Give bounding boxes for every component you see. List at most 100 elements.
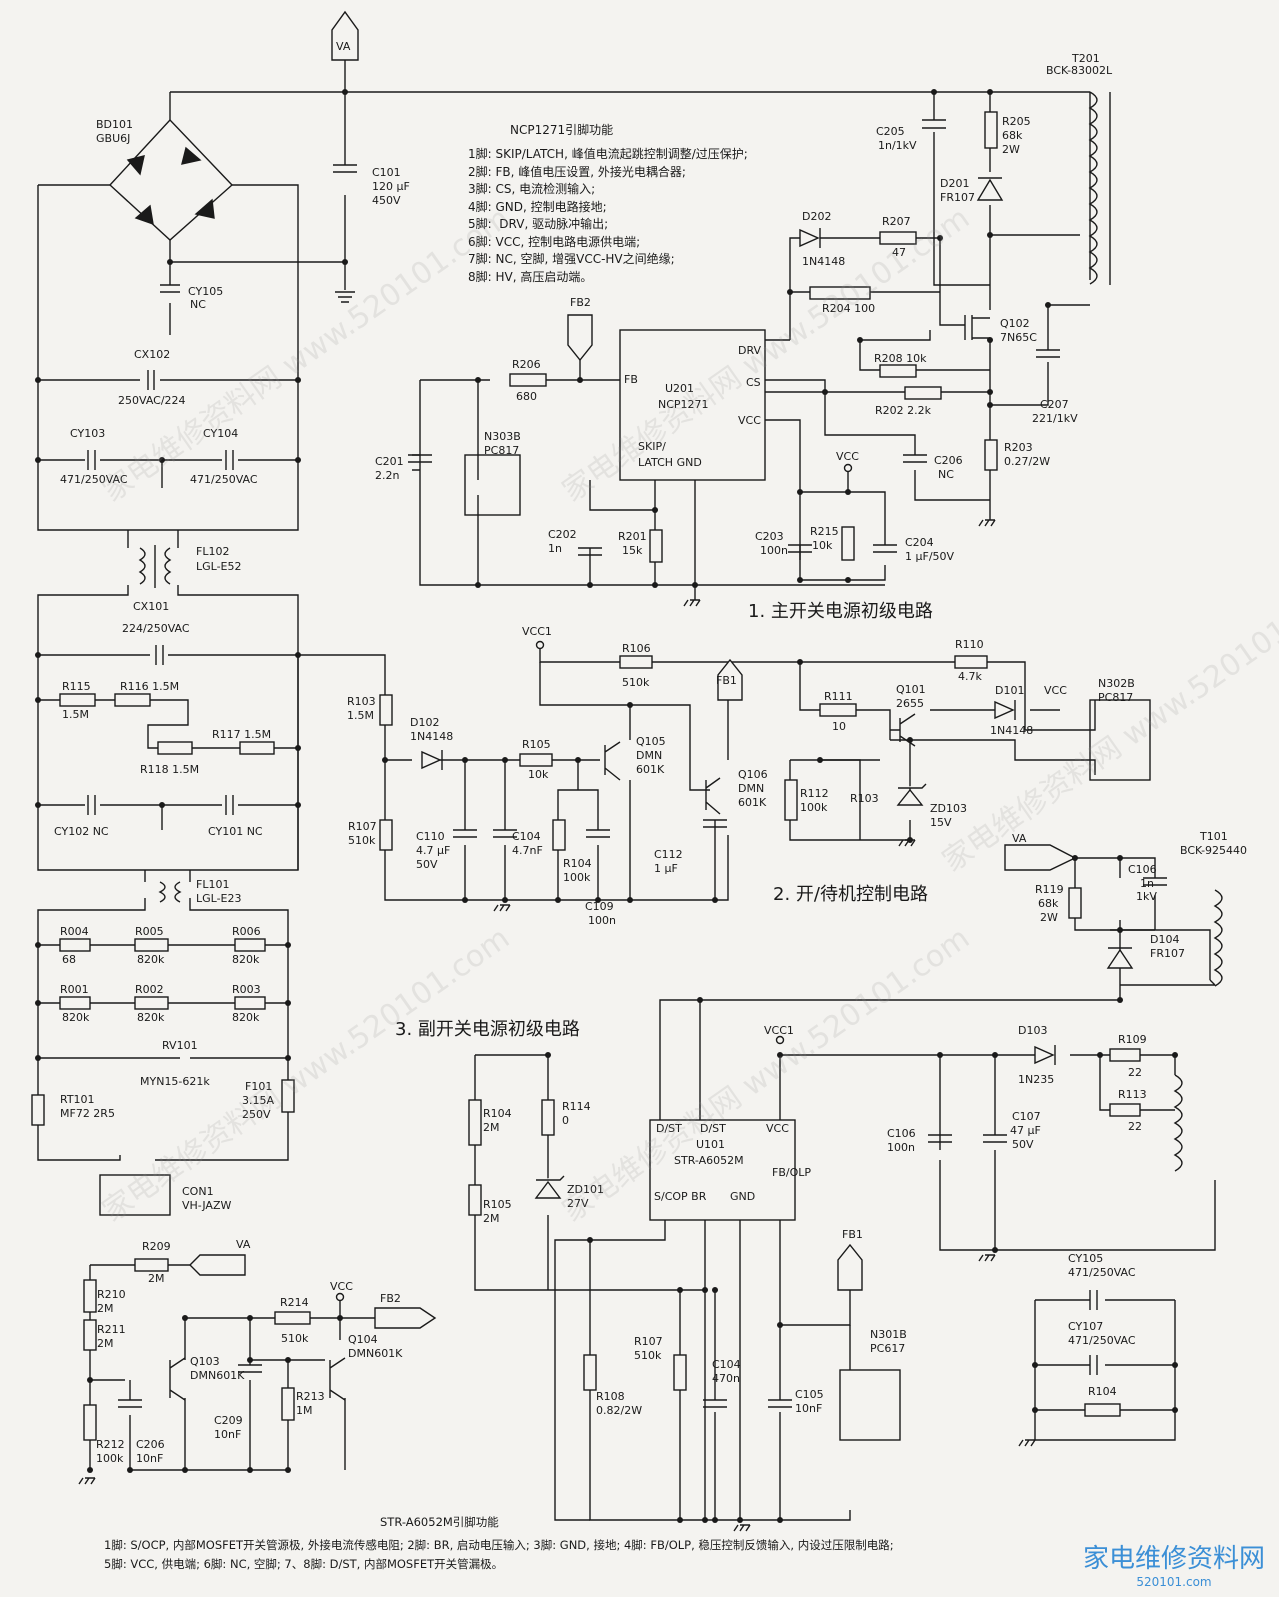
label-r119v: 68k	[1038, 897, 1059, 910]
label-cy104v: 471/250VAC	[190, 473, 258, 486]
label-q105: Q105	[636, 735, 666, 748]
label-n301v: PC617	[870, 1342, 905, 1355]
label-r105b: R105	[483, 1198, 512, 1211]
label-r103a: R103	[347, 695, 376, 708]
n301-opto	[839, 1369, 901, 1441]
label-r112v: 100k	[800, 801, 828, 814]
label-c109v: 100n	[588, 914, 616, 927]
label-dst2: D/ST	[700, 1122, 726, 1135]
label-d102v: 1N4148	[410, 730, 453, 743]
label-r105: R105	[522, 738, 551, 751]
label-r214: R214	[280, 1296, 309, 1309]
label-vcc1a: VCC1	[522, 625, 552, 638]
label-d103: D103	[1018, 1024, 1047, 1037]
ncp-pin-line: 6脚: VCC, 控制电路电源供电端;	[468, 234, 641, 249]
label-r114: R114	[562, 1100, 591, 1113]
label-c202v: 1n	[548, 542, 562, 555]
label-u101v: STR-A6052M	[674, 1154, 744, 1167]
label-zd101: ZD101	[567, 1183, 604, 1196]
label-r002: R002	[135, 983, 164, 996]
label-r119: R119	[1035, 883, 1064, 896]
label-rv101: RV101	[162, 1039, 198, 1052]
label-n302: N302B	[1098, 677, 1135, 690]
label-c203: C203	[755, 530, 784, 543]
label-d103v: 1N235	[1018, 1073, 1054, 1086]
label-c110v: 4.7 μF	[416, 844, 450, 857]
label-r104bv: 2M	[483, 1121, 500, 1134]
label-r211v: 2M	[97, 1337, 114, 1350]
label-q103v: DMN601K	[190, 1369, 245, 1382]
vcc-nodes	[335, 463, 853, 1302]
label-r116: R116 1.5M	[120, 680, 179, 693]
label-c206v: NC	[938, 468, 954, 481]
label-c206b: C206	[136, 1438, 165, 1451]
label-c203v: 100n	[760, 544, 788, 557]
label-r205w: 2W	[1002, 143, 1020, 156]
ground-symbols	[78, 291, 1036, 1532]
label-r103b: R103	[850, 792, 879, 805]
label-r215: R215	[810, 525, 839, 538]
label-c209: C209	[214, 1414, 243, 1427]
label-zd101v: 27V	[567, 1197, 589, 1210]
label-cx101: CX101	[133, 600, 169, 613]
label-rv101v: MYN15-621k	[140, 1075, 210, 1088]
label-r104b: R104	[483, 1107, 512, 1120]
label-r205: R205	[1002, 115, 1031, 128]
label-r107av: 510k	[348, 834, 376, 847]
label-r201v: 15k	[622, 544, 643, 557]
label-r104a: R104	[563, 857, 592, 870]
label-dst1: D/ST	[656, 1122, 682, 1135]
label-r204: R204 100	[822, 302, 875, 315]
label-zd103: ZD103	[930, 802, 967, 815]
label-r117: R117 1.5M	[212, 728, 271, 741]
label-f101: F101	[245, 1080, 272, 1093]
str-pin-list: 1脚: S/OCP, 内部MOSFET开关管源极, 外接电流传感电阻; 2脚: …	[104, 1536, 1134, 1574]
label-r003v: 820k	[232, 1011, 260, 1024]
label-uvcc: VCC	[766, 1122, 789, 1135]
label-r207: R207	[882, 215, 911, 228]
label-r004v: 68	[62, 953, 76, 966]
n303-opto	[464, 454, 521, 516]
label-c105: C105	[795, 1388, 824, 1401]
label-con1v: VH-JAZW	[182, 1199, 231, 1212]
label-va-mid: VA	[1012, 832, 1027, 845]
label-fbolp: FB/OLP	[772, 1166, 811, 1179]
label-c209v: 10nF	[214, 1428, 241, 1441]
label-gbu: GBU6J	[96, 132, 130, 145]
label-cy105n: NC	[190, 298, 206, 311]
label-c104av: 4.7nF	[512, 844, 543, 857]
label-r203: R203	[1004, 441, 1033, 454]
label-r004: R004	[60, 925, 89, 938]
str-pin-line: 1脚: S/OCP, 内部MOSFET开关管源极, 外接电流传感电阻; 2脚: …	[104, 1538, 894, 1552]
label-cy105: CY105	[188, 285, 223, 298]
label-q105v: DMN	[636, 749, 662, 762]
label-r212: R212	[96, 1438, 125, 1451]
label-r108v: 0.82/2W	[596, 1404, 642, 1417]
label-q106: Q106	[738, 768, 768, 781]
label-c107v: 47 μF	[1010, 1124, 1041, 1137]
diodes	[421, 177, 1134, 1199]
label-vcc-a: VCC	[836, 450, 859, 463]
resistors	[31, 111, 1141, 1441]
label-cy105b: CY105	[1068, 1252, 1103, 1265]
label-c107w: 50V	[1012, 1138, 1034, 1151]
ncp-pin-line: 3脚: CS, 电流检测输入;	[468, 182, 596, 196]
label-r210v: 2M	[97, 1302, 114, 1315]
wires-main	[37, 60, 1091, 1161]
label-r201: R201	[618, 530, 647, 543]
label-r115v: 1.5M	[62, 708, 89, 721]
label-q101v: 2655	[896, 697, 924, 710]
label-f101v: 3.15A	[242, 1094, 274, 1107]
label-r109: R109	[1118, 1033, 1147, 1046]
label-q106w: 601K	[738, 796, 767, 809]
label-c204: C204	[905, 536, 934, 549]
label-c201: C201	[375, 455, 404, 468]
label-fb1b: FB1	[842, 1228, 863, 1241]
label-r207v: 47	[892, 246, 906, 259]
label-r106: R106	[622, 642, 651, 655]
label-c112v: 1 μF	[654, 862, 678, 875]
label-t101v: BCK-925440	[1180, 844, 1247, 857]
label-c104a: C104	[512, 830, 541, 843]
label-c110: C110	[416, 830, 445, 843]
label-cy104: CY104	[203, 427, 238, 440]
